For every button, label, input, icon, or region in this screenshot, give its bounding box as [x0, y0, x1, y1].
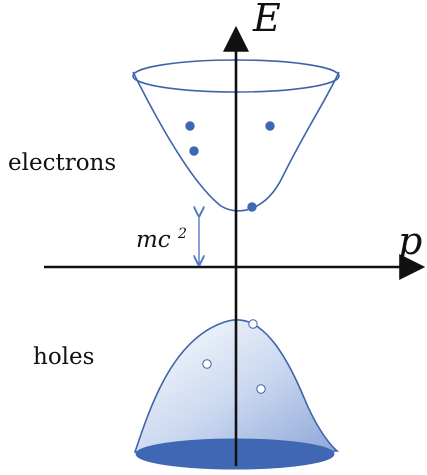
holes-label: holes: [33, 344, 94, 370]
axes: [44, 25, 426, 466]
electrons-label: electrons: [8, 150, 116, 176]
hole-particle: [248, 319, 258, 329]
electron-particle: [185, 121, 195, 131]
electron-particle: [189, 146, 199, 156]
mass-gap-base: mc: [136, 227, 171, 253]
momentum-axis-label: p: [398, 219, 422, 263]
energy-axis-label: E: [252, 0, 281, 40]
holes-group: [202, 319, 266, 394]
hole-particle: [202, 359, 212, 369]
electrons-group: [185, 121, 275, 212]
hole-particle: [256, 384, 266, 394]
holes-label-text: holes: [33, 344, 94, 370]
mass-gap-exponent: 2: [177, 226, 187, 242]
electron-particle: [265, 121, 275, 131]
electrons-label-text: electrons: [8, 150, 116, 176]
electron-band-curve: [132, 71, 340, 212]
mass-gap-label: mc 2: [136, 226, 187, 253]
electron-particle: [247, 202, 257, 212]
